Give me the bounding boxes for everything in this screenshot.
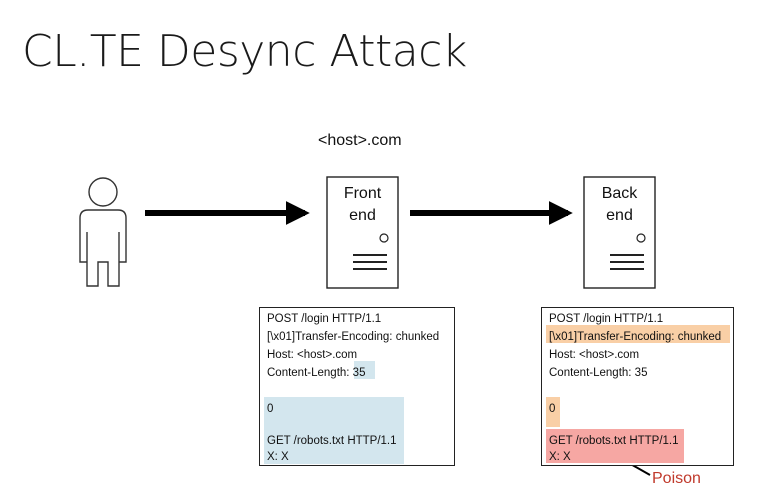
chunk-terminator: 0 bbox=[549, 403, 556, 415]
content-length-value-highlight bbox=[354, 361, 375, 379]
user-icon bbox=[79, 177, 127, 287]
content-length-value: 35 bbox=[352, 367, 366, 379]
smuggled-header: X: X bbox=[267, 451, 289, 463]
request-line: POST /login HTTP/1.1 bbox=[267, 313, 382, 325]
backend-label-line1: Back bbox=[601, 185, 638, 202]
transfer-encoding-header: [\x01]Transfer-Encoding: chunked bbox=[267, 331, 440, 343]
page-title: CL.TE Desync Attack bbox=[22, 26, 467, 77]
smuggled-body-highlight bbox=[264, 397, 404, 464]
smuggled-request-line: GET /robots.txt HTTP/1.1 bbox=[267, 435, 397, 447]
host-label: <host>.com bbox=[318, 132, 402, 149]
frontend-label: Front end bbox=[327, 183, 398, 227]
backend-label-line2: end bbox=[606, 207, 633, 224]
transfer-encoding-highlight bbox=[546, 325, 730, 343]
host-header: Host: <host>.com bbox=[267, 349, 358, 361]
content-length-header: Content-Length: 35 bbox=[267, 364, 365, 382]
chunk-terminator: 0 bbox=[267, 403, 274, 415]
chunk-terminator-highlight bbox=[546, 397, 560, 427]
frontend-server-icon bbox=[326, 176, 399, 289]
content-length-header: Content-Length: 35 bbox=[549, 367, 648, 379]
frontend-label-line1: Front bbox=[343, 185, 382, 202]
poison-label: Poison bbox=[652, 470, 701, 487]
transfer-encoding-header: [\x01]Transfer-Encoding: chunked bbox=[549, 331, 722, 343]
smuggled-request-line: GET /robots.txt HTTP/1.1 bbox=[549, 435, 679, 447]
host-header: Host: <host>.com bbox=[549, 349, 640, 361]
backend-request-box: POST /login HTTP/1.1 [\x01]Transfer-Enco… bbox=[541, 307, 734, 466]
frontend-label-line2: end bbox=[349, 207, 376, 224]
backend-server-icon bbox=[583, 176, 656, 289]
smuggled-header: X: X bbox=[549, 451, 571, 463]
content-length-key: Content-Length: bbox=[267, 367, 353, 379]
request-line: POST /login HTTP/1.1 bbox=[549, 313, 664, 325]
poison-highlight bbox=[546, 429, 684, 463]
backend-label: Back end bbox=[584, 183, 655, 227]
frontend-request-box: POST /login HTTP/1.1 [\x01]Transfer-Enco… bbox=[259, 307, 455, 466]
